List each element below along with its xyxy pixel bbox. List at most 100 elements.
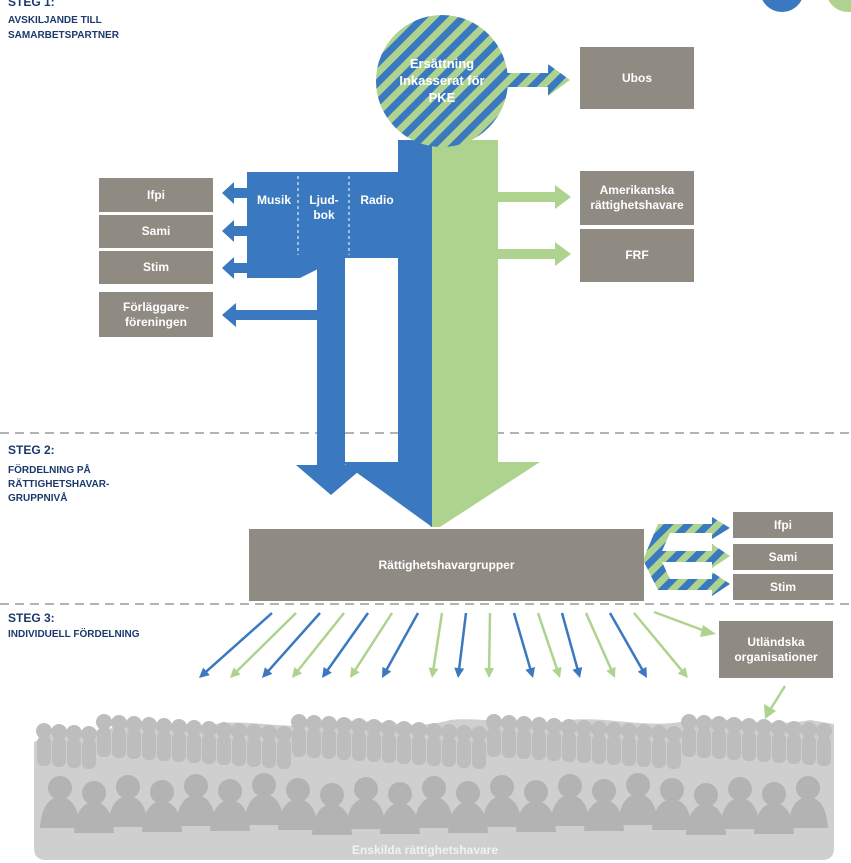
crowd-body bbox=[592, 734, 606, 764]
crowd-head bbox=[306, 715, 322, 731]
crowd-body bbox=[577, 733, 591, 763]
crowd-head bbox=[636, 724, 652, 740]
crowd-head bbox=[576, 720, 592, 736]
crowd-head bbox=[681, 714, 697, 730]
crowd-body-front bbox=[652, 799, 692, 830]
crowd-body bbox=[187, 733, 201, 763]
crowd-head bbox=[726, 717, 742, 733]
box-forlaggareforeningen: Förläggare- föreningen bbox=[99, 292, 213, 337]
crowd-head bbox=[321, 716, 337, 732]
crowd-head bbox=[66, 725, 82, 741]
crowd-head bbox=[606, 722, 622, 738]
distribution-arrow-line bbox=[457, 612, 468, 671]
step1-title: STEG 1: bbox=[8, 0, 55, 9]
crowd-head-front bbox=[422, 776, 446, 800]
step2-desc-line2: RÄTTIGHETSHAVAR- bbox=[8, 479, 110, 490]
crowd-body bbox=[247, 737, 261, 767]
crowd-body-front bbox=[40, 797, 80, 828]
crowd-head bbox=[261, 725, 277, 741]
crowd-body bbox=[277, 739, 291, 769]
crowd-body-front bbox=[74, 802, 114, 833]
crowd-head bbox=[186, 720, 202, 736]
crowd-head bbox=[456, 725, 472, 741]
crowd-head bbox=[216, 722, 232, 738]
crowd-body bbox=[292, 727, 306, 757]
distribution-arrow-line bbox=[234, 612, 297, 674]
crowd-body bbox=[772, 733, 786, 763]
crowd-body bbox=[427, 736, 441, 766]
crowd-body bbox=[532, 730, 546, 760]
crowd-body bbox=[232, 736, 246, 766]
crowd-body bbox=[802, 735, 816, 765]
crowd-head-front bbox=[252, 773, 276, 797]
blue-shaft bbox=[398, 258, 432, 464]
category-ljudbok-line1: Ljud- bbox=[309, 193, 339, 207]
distribution-arrow-line bbox=[384, 612, 420, 672]
crowd-body bbox=[322, 729, 336, 759]
legend-blue-circle bbox=[762, 0, 802, 12]
crowd-head bbox=[501, 715, 517, 731]
crowd-body-front bbox=[448, 802, 488, 833]
box-amerikanska: Amerikanska rättighetshavare bbox=[580, 171, 694, 225]
crowd-body bbox=[787, 734, 801, 764]
crowd-head-front bbox=[184, 774, 208, 798]
distribution-arrow-line bbox=[296, 612, 345, 673]
distribution-arrow-head bbox=[525, 666, 535, 678]
crowd-body bbox=[142, 730, 156, 760]
crowd-body bbox=[607, 735, 621, 765]
crowd-head-front bbox=[116, 775, 140, 799]
source-label: Ersättning Inkasserat för PKE bbox=[378, 55, 506, 106]
crowd-head-front bbox=[320, 783, 344, 807]
crowd-head bbox=[336, 717, 352, 733]
distribution-arrow-head bbox=[292, 667, 303, 678]
crowd-body bbox=[817, 736, 831, 766]
arrow-to-foreign-head bbox=[700, 625, 716, 637]
group-box-stim: Stim bbox=[733, 574, 833, 600]
step1-desc-line2: SAMARBETSPARTNER bbox=[8, 30, 119, 41]
crowd-head-front bbox=[354, 777, 378, 801]
crowd-body bbox=[697, 728, 711, 758]
source-line2: Inkasserat för bbox=[399, 73, 485, 88]
distribution-arrow-line bbox=[431, 612, 444, 671]
crowd-heads bbox=[36, 714, 832, 769]
crowd-head-front bbox=[286, 778, 310, 802]
crowd-head bbox=[276, 726, 292, 742]
arrow-to-forlaggare bbox=[222, 303, 318, 327]
crowd-head-front bbox=[626, 773, 650, 797]
crowd-body-front bbox=[108, 796, 148, 827]
category-ljudbok: Ljud- bok bbox=[300, 193, 348, 223]
crowd-body bbox=[622, 736, 636, 766]
source-circle bbox=[376, 15, 508, 147]
box-rattighetshavargrupper: Rättighetshavargrupper bbox=[249, 529, 644, 601]
crowd-body-front bbox=[754, 803, 794, 834]
crowd-body-front bbox=[414, 797, 454, 828]
distribution-arrow-head bbox=[199, 667, 210, 678]
crowd-head bbox=[756, 719, 772, 735]
crowd-heads-front bbox=[40, 773, 828, 835]
crowd-body bbox=[367, 732, 381, 762]
crowd-head bbox=[171, 719, 187, 735]
blue-band bbox=[247, 172, 432, 278]
group-split-connector bbox=[643, 517, 730, 596]
distribution-arrow-head bbox=[230, 667, 241, 678]
distribution-arrow-line bbox=[487, 612, 492, 671]
crowd-body-front bbox=[278, 799, 318, 830]
crowd-head bbox=[381, 720, 397, 736]
step3-desc-line1: INDIVIDUELL FÖRDELNING bbox=[8, 629, 140, 640]
crowd-head bbox=[141, 717, 157, 733]
crowd-head bbox=[81, 726, 97, 742]
distribution-arrow-line bbox=[204, 612, 273, 674]
distribution-arrow-head bbox=[262, 667, 273, 678]
crowd-body bbox=[667, 739, 681, 769]
crowd-head bbox=[771, 720, 787, 736]
distribution-arrow-head bbox=[428, 667, 439, 678]
crowd-body-front bbox=[142, 801, 182, 832]
distribution-arrow-line bbox=[512, 612, 532, 671]
crowd-head bbox=[591, 721, 607, 737]
box-forlaggare-line1: Förläggare- bbox=[122, 299, 189, 314]
crowd-head bbox=[561, 719, 577, 735]
arrow-foreign-to-crowd bbox=[768, 685, 787, 711]
crowd-head bbox=[696, 715, 712, 731]
crowd-head bbox=[801, 722, 817, 738]
